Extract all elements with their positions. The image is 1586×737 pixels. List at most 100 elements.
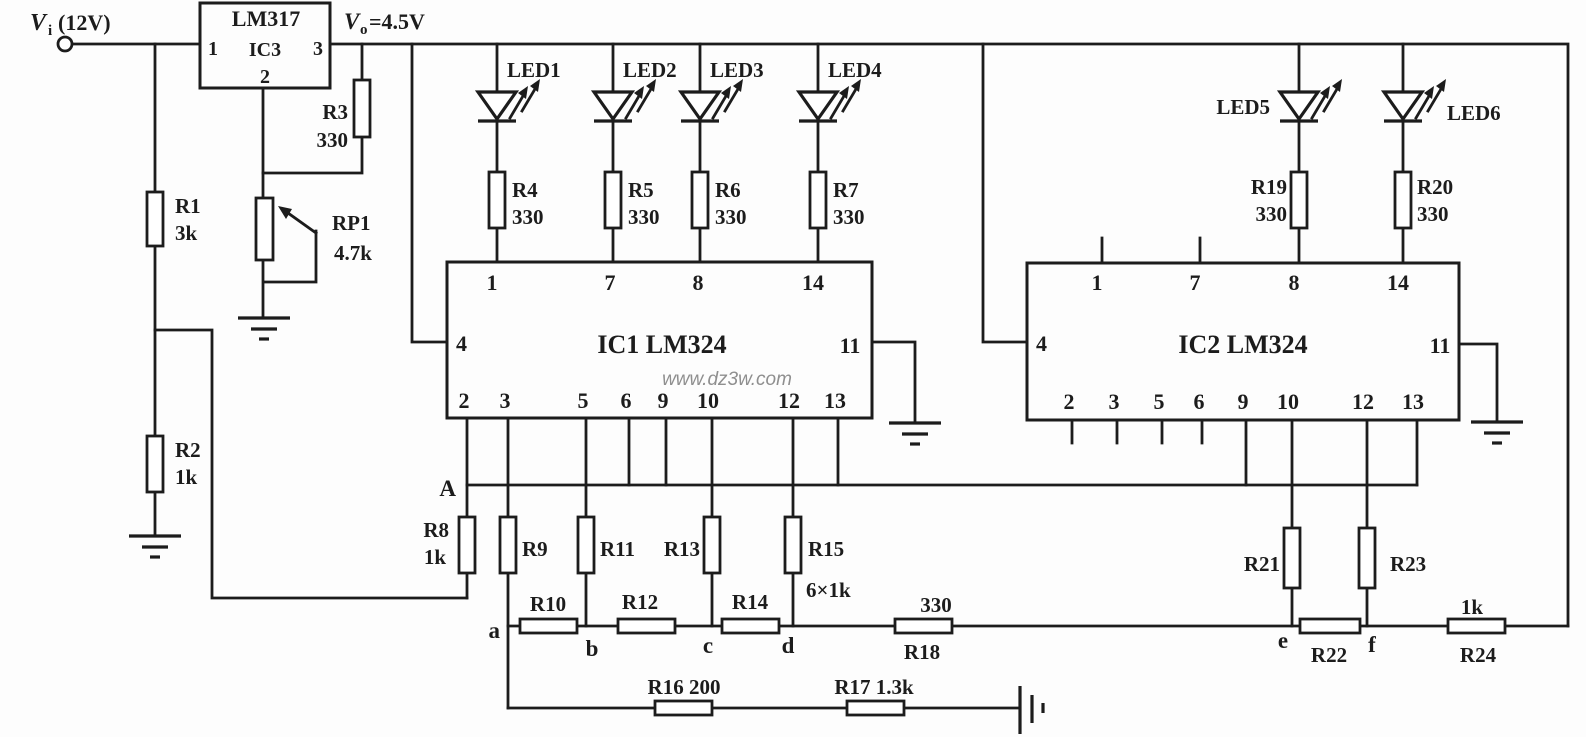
ic2-pin-bottom-13: 13 <box>1402 389 1424 414</box>
r5-value: 330 <box>628 205 660 229</box>
node-b-label: b <box>586 636 599 661</box>
r2-label: R2 <box>175 438 201 462</box>
ic2-pin-right-11: 11 <box>1430 333 1451 358</box>
r19-label: R19 <box>1251 175 1287 199</box>
ic2-pin-bottom-9: 9 <box>1238 389 1249 414</box>
wire-rp1-wiper <box>262 229 318 284</box>
ic1-label: IC1 LM324 <box>597 330 726 359</box>
wire-ic2-top-stubs <box>1100 236 1202 265</box>
ic1-pin-bottom-10: 10 <box>697 388 719 413</box>
wire-ic2-pin11-gnd <box>1457 342 1499 424</box>
led2-label: LED2 <box>623 58 677 82</box>
ic2-pin-left-4: 4 <box>1036 331 1047 356</box>
resistor-rp1-body <box>254 196 275 262</box>
input-voltage-subscript: i <box>48 23 52 39</box>
ic1-pin-bottom-5: 5 <box>578 388 589 413</box>
resistor-r12-body <box>616 617 677 635</box>
ground-r2 <box>129 534 181 559</box>
output-voltage-label: V o =4.5V <box>344 9 425 38</box>
rp1-value: 4.7k <box>334 241 372 265</box>
node-a-label: a <box>489 618 501 643</box>
resistor-r22-body <box>1298 617 1362 635</box>
r7-value: 330 <box>833 205 865 229</box>
resistor-r13-body <box>702 515 722 575</box>
regulator-pin1-label: 1 <box>208 38 218 60</box>
wire-ic1-pin4-feed <box>410 42 449 344</box>
ic2-pin-top-8: 8 <box>1289 270 1300 295</box>
resistor-r3-body <box>352 78 372 139</box>
r4-label: R4 <box>512 178 538 202</box>
wire-top-rail <box>328 42 1570 628</box>
resistor-r9-body <box>498 515 518 575</box>
r4-value: 330 <box>512 205 544 229</box>
r12-label: R12 <box>622 590 658 614</box>
regulator-part-label: LM317 <box>232 6 300 31</box>
ic1-pin-left-4: 4 <box>456 331 467 356</box>
r23-label: R23 <box>1390 552 1426 576</box>
resistor-r20-body <box>1393 170 1413 230</box>
ic2-box <box>1025 261 1461 422</box>
input-terminal <box>56 35 74 53</box>
input-voltage-symbol: V <box>30 10 48 36</box>
r16-label: R16 200 <box>648 675 721 699</box>
led5-symbol <box>1276 79 1342 123</box>
r21-label: R21 <box>1244 552 1280 576</box>
resistor-r18-body <box>893 617 954 635</box>
led6-symbol <box>1380 79 1446 123</box>
r13-label: R13 <box>664 537 700 561</box>
node-f-label: f <box>1368 632 1376 657</box>
resistor-r19-body <box>1289 170 1309 230</box>
watermark-text: www.dz3w.com <box>662 369 792 390</box>
r20-value: 330 <box>1417 202 1449 226</box>
ic2-pin-bottom-2: 2 <box>1064 389 1075 414</box>
ic1-box <box>445 260 874 420</box>
r14-label: R14 <box>732 590 769 614</box>
r3-value: 330 <box>317 128 349 152</box>
ground-bottom <box>1018 686 1045 734</box>
ic2-pin-bottom-12: 12 <box>1352 389 1374 414</box>
ic1-pin-top-1: 1 <box>487 270 498 295</box>
led4-symbol <box>795 79 861 123</box>
led1-symbol <box>474 79 540 123</box>
resistor-r2-body <box>145 434 165 494</box>
resistor-r10-body <box>518 617 579 635</box>
ic1-pin-bottom-9: 9 <box>658 388 669 413</box>
ic2-pin-bottom-6: 6 <box>1194 389 1205 414</box>
ic2-pin-bottom-5: 5 <box>1154 389 1165 414</box>
node-e-label: e <box>1278 628 1288 653</box>
r7-label: R7 <box>833 178 859 202</box>
resistor-r21-body <box>1282 526 1302 590</box>
resistor-r11-body <box>576 515 596 575</box>
resistor-r17-body <box>845 699 906 717</box>
r8-value: 1k <box>424 545 447 569</box>
ground-ic2 <box>1471 420 1523 445</box>
rp1-label: RP1 <box>332 211 371 235</box>
ic2-pin-top-7: 7 <box>1190 270 1201 295</box>
led3-label: LED3 <box>710 58 764 82</box>
led5-label: LED5 <box>1216 95 1270 119</box>
node-c-label: c <box>703 633 713 658</box>
r6-value: 330 <box>715 205 747 229</box>
regulator-box <box>198 1 332 90</box>
r5-label: R5 <box>628 178 654 202</box>
r22-label: R22 <box>1311 643 1347 667</box>
bus-a-label: A <box>439 476 456 501</box>
ic2-pin-top-1: 1 <box>1092 270 1103 295</box>
output-voltage-subscript: o <box>360 22 368 38</box>
ic1-pin-top-7: 7 <box>605 270 616 295</box>
r11-label: R11 <box>600 537 635 561</box>
input-voltage-label: V i (12V) <box>30 10 111 39</box>
r1-value: 3k <box>175 221 198 245</box>
output-voltage-value: =4.5V <box>369 9 425 34</box>
r24-label: R24 <box>1460 643 1497 667</box>
ground-ic1 <box>889 421 941 446</box>
r10-label: R10 <box>530 592 566 616</box>
regulator-pin3-label: 3 <box>313 38 323 60</box>
r8-label: R8 <box>423 518 449 542</box>
regulator-ref-label: IC3 <box>249 39 281 61</box>
resistor-r14-body <box>720 617 781 635</box>
ic2-label: IC2 LM324 <box>1178 330 1307 359</box>
r9-label: R9 <box>522 537 548 561</box>
ic1-pin-top-8: 8 <box>693 270 704 295</box>
resistor-r6-body <box>690 170 710 230</box>
